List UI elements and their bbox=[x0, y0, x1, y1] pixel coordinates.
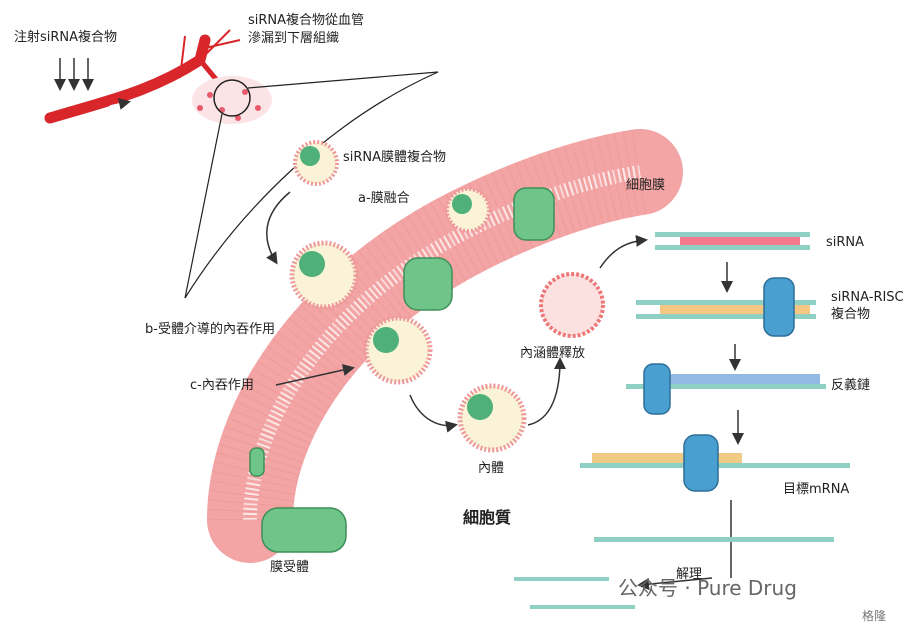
watermark-text: 公众号 · Pure Drug bbox=[618, 576, 797, 600]
injection-arrows bbox=[54, 58, 94, 91]
liposomes bbox=[289, 140, 605, 453]
watermark-corner: 格隆 bbox=[862, 609, 887, 623]
label-risc-line2: 複合物 bbox=[831, 307, 871, 322]
leakage-cluster bbox=[192, 76, 272, 124]
label-endosome-release: 內涵體釋放 bbox=[520, 346, 586, 361]
label-antisense: 反義鏈 bbox=[831, 378, 871, 393]
label-risc-line1: siRNA-RISC bbox=[831, 290, 904, 305]
label-leak-line2: 滲漏到下層組織 bbox=[248, 31, 340, 46]
label-receptor: 膜受體 bbox=[270, 560, 310, 575]
label-cell-membrane: 細胞膜 bbox=[626, 178, 666, 193]
label-receptor-endocytosis: b-受體介導的內吞作用 bbox=[145, 322, 275, 337]
label-endocytosis: c-內吞作用 bbox=[190, 378, 254, 393]
process-arrows bbox=[266, 191, 744, 591]
label-sirna: siRNA bbox=[826, 235, 865, 250]
label-liposome: siRNA膜體複合物 bbox=[343, 150, 447, 165]
label-cleavage: 解理 bbox=[676, 567, 703, 582]
label-fusion: a-膜融合 bbox=[358, 191, 410, 206]
zoom-lines bbox=[184, 71, 439, 299]
label-leak-line1: siRNA複合物從血管 bbox=[248, 13, 365, 28]
risc-complexes bbox=[643, 277, 795, 492]
label-cytoplasm: 細胞質 bbox=[463, 508, 512, 527]
cell-membrane-band bbox=[207, 129, 683, 563]
membrane-receptors bbox=[249, 187, 555, 553]
label-injection: 注射siRNA複合物 bbox=[14, 30, 118, 45]
label-endosome: 內體 bbox=[478, 461, 505, 476]
label-target-mrna: 目標mRNA bbox=[783, 482, 850, 497]
